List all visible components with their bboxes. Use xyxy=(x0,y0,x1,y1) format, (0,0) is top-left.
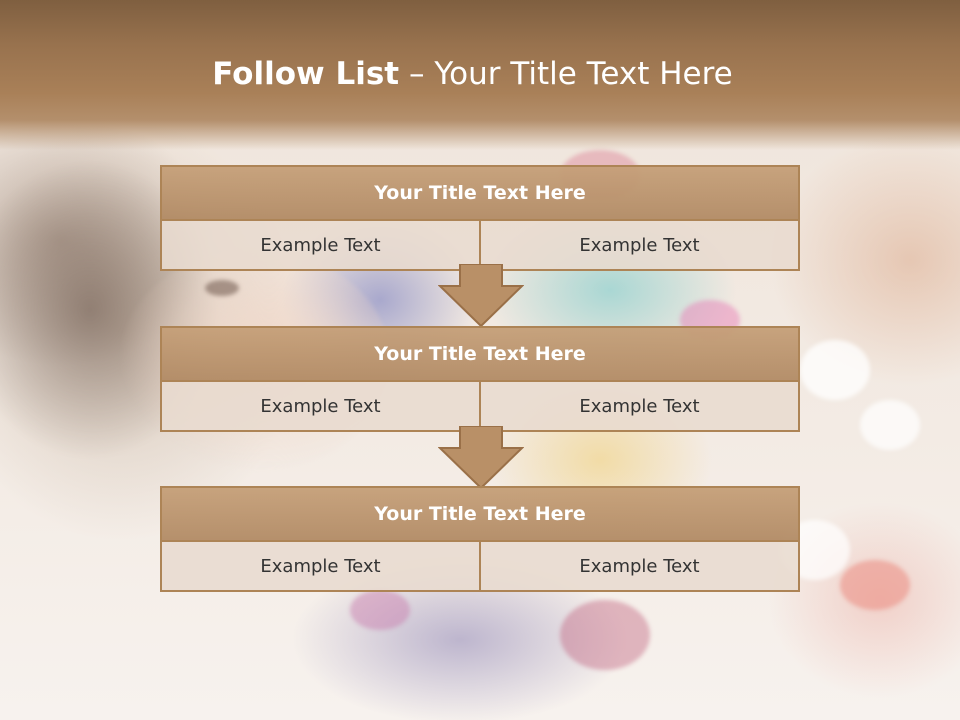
follow-list-item-left-text: Example Text xyxy=(160,542,481,592)
follow-list-item: Your Title Text Here Example Text Exampl… xyxy=(160,326,800,432)
follow-list-item-left-text: Example Text xyxy=(160,382,481,432)
follow-list-item: Your Title Text Here Example Text Exampl… xyxy=(160,486,800,592)
follow-list-item-right-text: Example Text xyxy=(479,221,800,271)
follow-list-item-title: Your Title Text Here xyxy=(160,326,800,382)
follow-list-item-right-text: Example Text xyxy=(479,542,800,592)
header-band xyxy=(0,0,960,150)
follow-list-item: Your Title Text Here Example Text Exampl… xyxy=(160,165,800,271)
background-stone xyxy=(860,400,920,450)
follow-list-item-row: Example Text Example Text xyxy=(160,221,800,271)
slide-title-strong: Follow List xyxy=(212,56,400,92)
background-eye xyxy=(205,280,239,296)
down-arrow-icon xyxy=(438,264,524,328)
follow-list-item-left-text: Example Text xyxy=(160,221,481,271)
follow-list-item-row: Example Text Example Text xyxy=(160,542,800,592)
background-petal xyxy=(560,600,650,670)
follow-list-item-title: Your Title Text Here xyxy=(160,165,800,221)
slide-title: Follow List – Your Title Text Here xyxy=(0,56,945,92)
background-stone xyxy=(800,340,870,400)
follow-list-item-right-text: Example Text xyxy=(479,382,800,432)
slide-title-rest: – Your Title Text Here xyxy=(399,56,733,92)
background-petal xyxy=(350,590,410,630)
down-arrow-icon xyxy=(438,426,524,490)
follow-list-item-title: Your Title Text Here xyxy=(160,486,800,542)
follow-list-item-row: Example Text Example Text xyxy=(160,382,800,432)
background-petal xyxy=(840,560,910,610)
